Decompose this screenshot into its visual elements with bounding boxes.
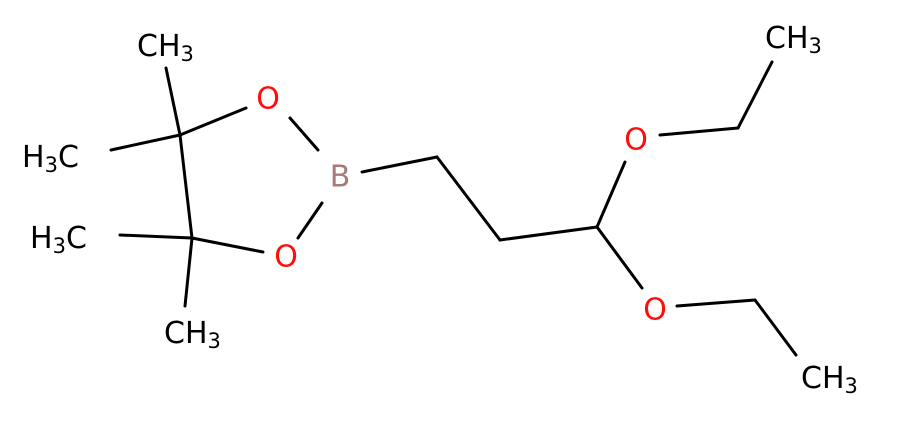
bond-c2-ch3-bottom bbox=[183, 236, 194, 308]
bond-c1-c2 bbox=[178, 133, 194, 240]
atom-boron: B bbox=[330, 160, 351, 195]
atom-oxygen-ring-top: O bbox=[256, 82, 280, 117]
bond-o4-c7 bbox=[675, 298, 757, 308]
group-ch3-bottom-left: CH3 bbox=[164, 316, 221, 354]
atom-labels: O B O O O CH3 H3C H3C CH3 CH3 CH3 bbox=[22, 21, 858, 399]
bond-o3-c6 bbox=[658, 126, 740, 137]
atom-oxygen-ether-top: O bbox=[624, 123, 648, 158]
bond-o1-b bbox=[288, 116, 320, 152]
bond-b-c3 bbox=[360, 155, 439, 174]
group-h3c-left-lower: H3C bbox=[30, 221, 87, 259]
bond-c4-c5 bbox=[498, 225, 599, 242]
atom-oxygen-ring-bottom: O bbox=[274, 240, 298, 275]
atom-oxygen-ether-bottom: O bbox=[643, 293, 667, 328]
bond-c1-h3c-upper bbox=[109, 133, 182, 152]
bond-b-o2 bbox=[296, 201, 324, 240]
bond-c1-o1 bbox=[178, 106, 248, 137]
group-ch3-top-right: CH3 bbox=[765, 21, 822, 59]
group-ch3-top-left: CH3 bbox=[137, 29, 194, 67]
group-ch3-bottom-right: CH3 bbox=[801, 361, 858, 399]
bond-c1-ch3-top bbox=[164, 66, 182, 137]
group-h3c-left-upper: H3C bbox=[22, 140, 79, 178]
bond-c6-ch3-top bbox=[736, 60, 774, 130]
bond-c5-o4 bbox=[595, 225, 644, 290]
bond-c7-ch3-bottom bbox=[753, 298, 798, 357]
bond-c5-o3 bbox=[595, 160, 627, 229]
bond-c3-c4 bbox=[435, 155, 502, 242]
bonds bbox=[109, 60, 798, 357]
bond-o2-c2 bbox=[190, 236, 265, 254]
bond-c2-h3c-lower bbox=[118, 233, 194, 240]
